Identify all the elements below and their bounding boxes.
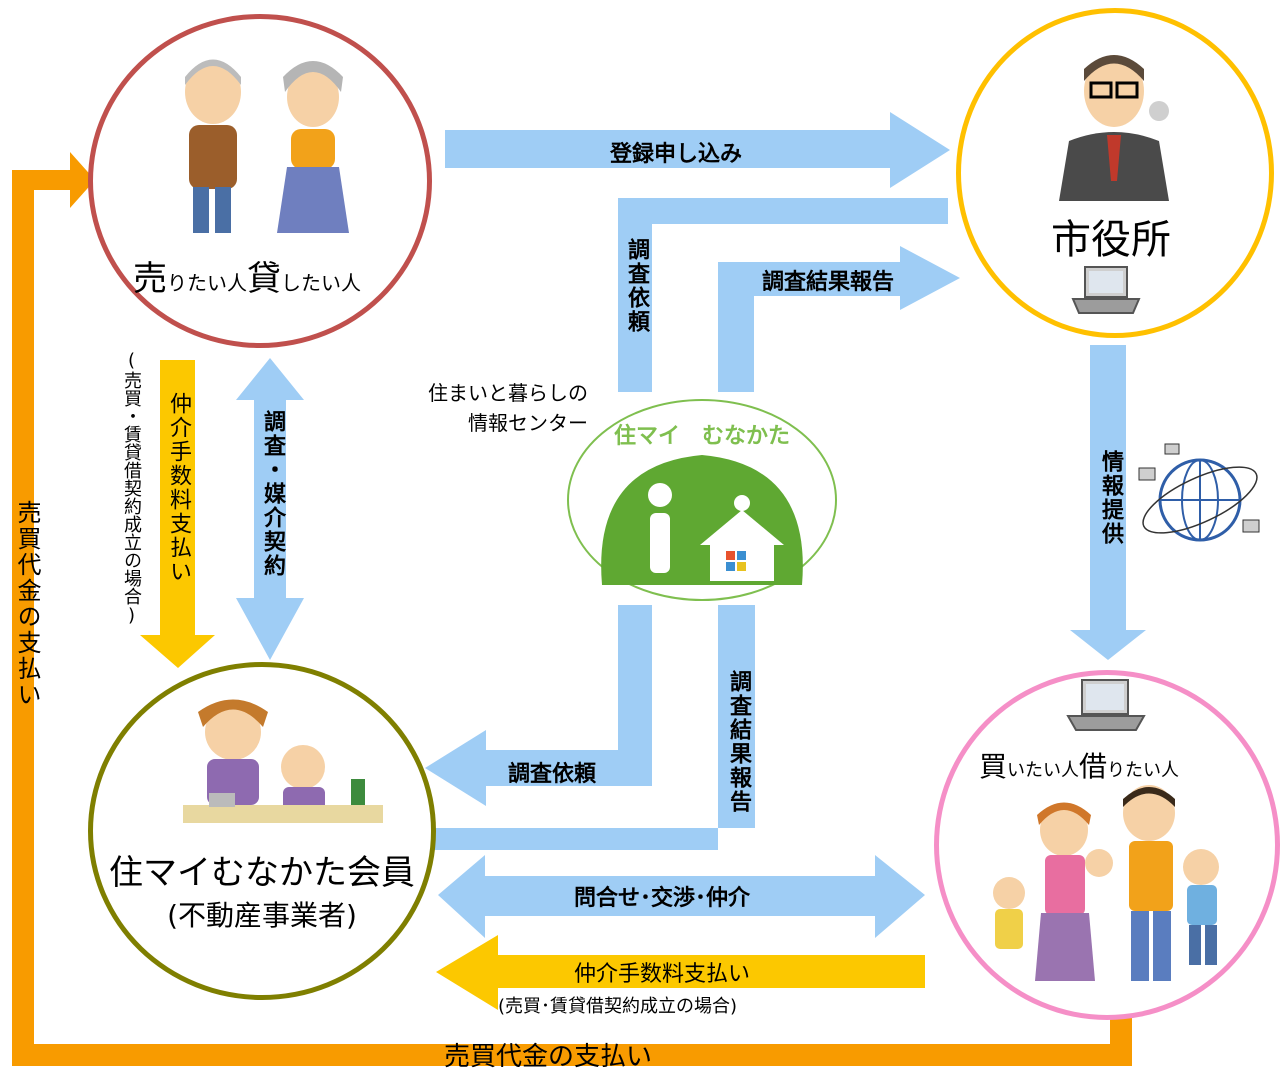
inquiry-arrow [438,855,925,938]
seller-label: 売りたい人貸したい人 [133,259,361,299]
survey-report-bottom-arrow [430,605,755,850]
payment-bottom-label: 売買代金の支払い [444,1042,653,1072]
network-globe-icon [1138,443,1260,542]
laptop-icon [1071,266,1141,314]
registration-arrow [445,112,950,188]
survey-mediation-arrow [236,358,304,660]
info-provide-label: 情報提供 [1098,450,1123,546]
broker-fee-left-arrow [140,360,215,668]
officer-illustration [1059,55,1169,201]
city-node: 市役所 [956,8,1274,338]
survey-request-top-arrow [618,198,948,392]
survey-request-bottom-arrow [425,605,652,806]
survey-mediation-label: 調査・媒介契約 [260,410,285,578]
survey-report-top-label: 調査結果報告 [762,270,895,295]
buyer-label: 買いたい人借りたい人 [979,750,1180,783]
broker-fee-bottom-label: 仲介手数料支払い [574,962,751,987]
member-label: 住マイむなかた会員 (不動産事業者) [109,853,415,932]
payment-left-label: 売買代金の支払い [13,500,41,708]
broker-fee-left-note: (売買・賃貸借契約成立の場合) [121,350,142,626]
registration-label: 登録申し込み [610,142,743,167]
info-provide-arrow [1070,345,1146,660]
survey-request-bottom-label: 調査依頼 [508,762,597,787]
survey-request-top-label: 調査依頼 [624,238,649,334]
survey-report-top-arrow [718,246,960,392]
broker-fee-left-label: 仲介手数料支払い [166,392,191,584]
staff-illustration [183,699,383,823]
seller-illustration [185,59,349,233]
buyer-node: 買いたい人借りたい人 [934,670,1280,1020]
center-logo: 住マイ むなかた [567,399,837,601]
broker-fee-bottom-note: (売買･賃貸借契約成立の場合) [498,996,738,1017]
city-label: 市役所 [1051,217,1171,263]
survey-report-bottom-label: 調査結果報告 [726,670,751,814]
inquiry-label: 問合せ･交渉･仲介 [574,886,751,911]
center-caption: 住まいと暮らしの 情報センター [428,381,588,435]
family-illustration [993,785,1219,981]
seller-node: 売りたい人貸したい人 [88,14,432,348]
broker-fee-bottom-arrow [436,935,925,1010]
member-node: 住マイむなかた会員 (不動産事業者) [88,662,436,1000]
logo-text: 住マイ むなかた [614,423,790,449]
